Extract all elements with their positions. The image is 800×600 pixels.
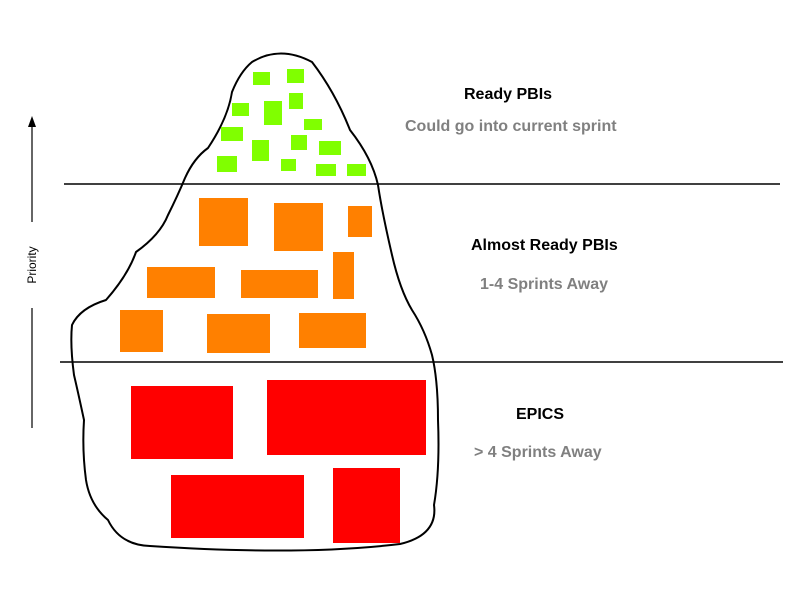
almost-ready-item-3: [348, 206, 372, 237]
ready-item-8: [252, 140, 269, 161]
epics-tier-title: EPICS: [516, 406, 565, 423]
epics-item-2: [267, 380, 426, 455]
almost-ready-tier-subtitle: 1-4 Sprints Away: [480, 276, 609, 293]
ready-item-11: [217, 156, 237, 172]
ready-item-13: [316, 164, 336, 176]
almost-ready-item-6: [333, 252, 354, 299]
almost-ready-item-8: [207, 314, 270, 353]
priority-axis-arrowhead: [28, 116, 36, 127]
ready-item-5: [289, 93, 303, 109]
ready-item-6: [221, 127, 243, 141]
epics-tier-subtitle: > 4 Sprints Away: [474, 444, 602, 461]
ready-item-9: [291, 135, 307, 150]
almost-ready-item-2: [274, 203, 323, 251]
ready-item-1: [253, 72, 270, 85]
almost-ready-item-5: [241, 270, 318, 298]
priority-axis-label: Priority: [25, 246, 39, 284]
epics-item-3: [171, 475, 304, 538]
backlog-items: [120, 69, 426, 543]
almost-ready-item-4: [147, 267, 215, 298]
ready-item-7: [304, 119, 322, 130]
ready-item-4: [264, 101, 282, 125]
priority-label-gap: [24, 222, 40, 308]
ready-item-12: [281, 159, 296, 171]
almost-ready-item-1: [199, 198, 248, 246]
ready-item-2: [287, 69, 304, 83]
almost-ready-item-9: [299, 313, 366, 348]
epics-item-4: [333, 468, 400, 543]
ready-item-14: [347, 164, 366, 176]
ready-item-3: [232, 103, 249, 116]
epics-item-1: [131, 386, 233, 459]
almost-ready-tier-title: Almost Ready PBIs: [471, 237, 618, 254]
almost-ready-item-7: [120, 310, 163, 352]
ready-tier-subtitle: Could go into current sprint: [405, 118, 617, 135]
ready-item-10: [319, 141, 341, 155]
ready-tier-title: Ready PBIs: [464, 86, 553, 103]
